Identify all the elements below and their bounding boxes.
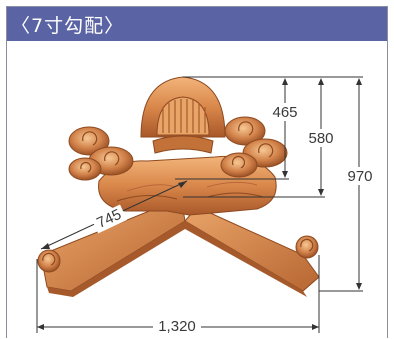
- arrowheads: [37, 78, 362, 330]
- right-wing-edge: [185, 221, 307, 297]
- dimension-diagram: 465 580 970 745 1,320: [36, 76, 378, 335]
- header-title: 〈7寸勾配〉: [11, 14, 125, 37]
- section-header: 〈7寸勾配〉: [7, 7, 387, 41]
- top-knob: [140, 76, 226, 154]
- dimension-lines: [36, 76, 363, 333]
- dim-label-465: 465: [272, 104, 297, 121]
- dim-label-1320: 1,320: [158, 318, 196, 335]
- left-wing-edge: [47, 221, 185, 297]
- dim-label-970: 970: [347, 168, 372, 185]
- figure-frame: 〈7寸勾配〉: [6, 6, 388, 338]
- dim-label-580: 580: [308, 130, 333, 147]
- left-cloud-scrolls: [68, 126, 134, 181]
- roof-ornament-image: [37, 76, 320, 297]
- right-cloud-scrolls: [220, 116, 288, 178]
